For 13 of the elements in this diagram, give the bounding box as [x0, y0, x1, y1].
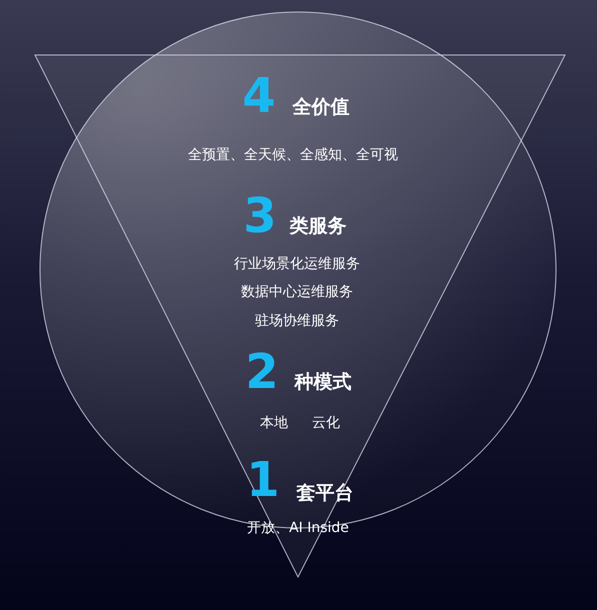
tier-description: 驻场协维服务	[255, 312, 339, 330]
tier-heading: 全价值	[292, 96, 350, 118]
tier-description: 数据中心运维服务	[241, 283, 353, 301]
tier-heading: 类服务	[290, 215, 346, 237]
tier-number: 3	[243, 192, 277, 240]
tier-number: 4	[242, 72, 276, 120]
tier-description: 本地	[260, 414, 288, 432]
tier-number: 2	[245, 348, 279, 396]
tier-description: 全预置、全天候、全感知、全可视	[188, 146, 398, 164]
tier-description: 云化	[312, 414, 340, 432]
tier-description: 行业场景化运维服务	[234, 255, 360, 273]
tier-heading: 种模式	[294, 371, 352, 393]
tier-number: 1	[246, 456, 280, 504]
